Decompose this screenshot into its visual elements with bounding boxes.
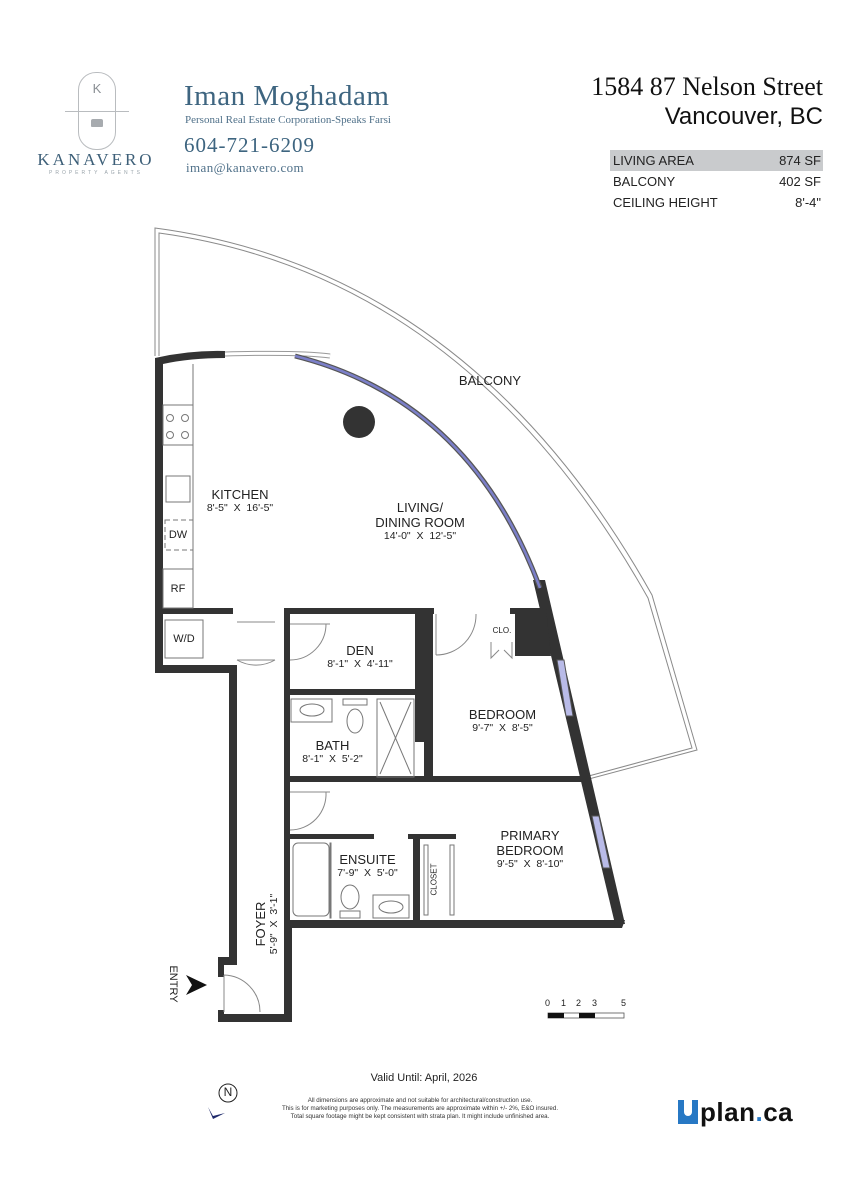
agent-email[interactable]: iman@kanavero.com — [186, 160, 305, 175]
room-kitchen-name: KITCHEN — [211, 487, 269, 502]
disclaimer-line-1: All dimensions are approximate and not s… — [307, 1097, 533, 1104]
uplan-logo: plan.ca — [678, 1096, 793, 1128]
room-foyer: FOYER 5'-9" X 3'-1" — [253, 869, 281, 979]
room-balcony-label: BALCONY — [458, 373, 522, 388]
stat-value: 874 SF — [779, 153, 821, 168]
area-stats-table: LIVING AREA 874 SF BALCONY 402 SF CEILIN… — [610, 150, 823, 213]
stat-row-balcony: BALCONY 402 SF — [610, 171, 823, 192]
room-primary-dims: 9'-5" X 8'-10" — [496, 858, 564, 870]
stat-value: 402 SF — [779, 174, 821, 189]
stat-label: BALCONY — [613, 174, 676, 189]
logo-divider — [65, 111, 129, 112]
room-primary-bedroom: PRIMARY BEDROOM 9'-5" X 8'-10" — [475, 828, 585, 871]
bath-fixtures — [290, 698, 415, 778]
room-bedroom-name: BEDROOM — [468, 707, 537, 722]
dishwasher-label: DW — [168, 529, 188, 541]
room-foyer-name: FOYER — [253, 901, 268, 947]
logo-letter: K — [92, 81, 102, 96]
room-bath: BATH 8'-1" X 5'-2" — [290, 738, 375, 766]
uplan-text: plan.ca — [700, 1097, 793, 1128]
scale-tick-2: 2 — [576, 998, 582, 1008]
room-bedroom: BEDROOM 9'-7" X 8'-5" — [450, 707, 555, 735]
clo-label: CLO. — [492, 626, 512, 635]
doors — [223, 613, 513, 1013]
room-foyer-dims: 5'-9" X 3'-1" — [268, 893, 280, 955]
washer-dryer-label: W/D — [173, 633, 195, 645]
uplan-text-dot: . — [755, 1096, 764, 1127]
room-kitchen-dims: 8'-5" X 16'-5" — [206, 502, 274, 514]
room-den-name: DEN — [346, 643, 374, 658]
room-living-dims: 14'-0" X 12'-5" — [383, 530, 457, 542]
scale-bar — [547, 1012, 625, 1019]
room-living-name-2: DINING ROOM — [375, 515, 465, 530]
kitchen-counter — [162, 364, 194, 609]
agent-corporation: Personal Real Estate Corporation-Speaks … — [185, 114, 391, 126]
room-living-name-1: LIVING/ — [396, 500, 444, 515]
scale-tick-3: 3 — [592, 998, 598, 1008]
scale-tick-5: 5 — [621, 998, 627, 1008]
room-bath-name: BATH — [315, 738, 350, 753]
scale-tick-1: 1 — [561, 998, 567, 1008]
room-ensuite: ENSUITE 7'-9" X 5'-0" — [325, 852, 410, 880]
closet-label: CLOSET — [429, 863, 439, 896]
room-living-dining: LIVING/ DINING ROOM 14'-0" X 12'-5" — [355, 500, 485, 543]
north-compass-icon — [208, 1083, 238, 1119]
agent-name: Iman Moghadam — [184, 80, 390, 112]
kanavero-logo-mark: K — [65, 72, 129, 150]
brand-name: KANAVERO — [37, 150, 155, 169]
ensuite-fixtures — [292, 842, 455, 919]
valid-until: Valid Until: April, 2026 — [370, 1072, 478, 1084]
agent-phone[interactable]: 604-721-6209 — [184, 133, 315, 157]
brand-tagline: PROPERTY AGENTS — [49, 170, 143, 176]
exterior-walls — [155, 350, 625, 1022]
structural-column — [343, 406, 375, 438]
uplan-text-main: plan — [700, 1096, 756, 1127]
entry-arrow-icon — [186, 975, 207, 995]
disclaimer: All dimensions are approximate and not s… — [200, 1097, 640, 1121]
room-bedroom-dims: 9'-7" X 8'-5" — [472, 722, 533, 734]
entry-label: ENTRY — [167, 965, 179, 1003]
stat-label: CEILING HEIGHT — [613, 195, 718, 210]
stat-row-ceiling-height: CEILING HEIGHT 8'-4" — [610, 192, 823, 213]
room-kitchen: KITCHEN 8'-5" X 16'-5" — [190, 487, 290, 515]
disclaimer-line-2: This is for marketing purposes only. The… — [281, 1105, 559, 1112]
room-ensuite-dims: 7'-9" X 5'-0" — [337, 867, 398, 879]
compass-n-label: N — [223, 1085, 233, 1099]
stat-label: LIVING AREA — [613, 153, 694, 168]
scale-tick-0: 0 — [545, 998, 551, 1008]
washer-dryer — [164, 619, 204, 659]
address-line-2: Vancouver, BC — [664, 103, 823, 130]
fridge-label: RF — [170, 583, 186, 595]
room-primary-name-2: BEDROOM — [496, 843, 564, 858]
balcony-outline — [154, 227, 698, 781]
room-ensuite-name: ENSUITE — [339, 852, 396, 867]
room-den-dims: 8'-1" X 4'-11" — [327, 658, 393, 670]
room-bath-dims: 8'-1" X 5'-2" — [302, 753, 363, 765]
uplan-text-tld: ca — [763, 1096, 794, 1127]
uplan-u-icon — [678, 1100, 698, 1124]
stat-row-living-area: LIVING AREA 874 SF — [610, 150, 823, 171]
living-window — [224, 350, 543, 589]
room-primary-name-1: PRIMARY — [500, 828, 560, 843]
address-line-1: 1584 87 Nelson Street — [591, 72, 823, 101]
room-den: DEN 8'-1" X 4'-11" — [310, 643, 410, 671]
side-windows — [556, 659, 611, 869]
disclaimer-line-3: Total square footage might be kept consi… — [290, 1113, 550, 1120]
stat-value: 8'-4" — [795, 195, 821, 210]
column-capital-icon — [91, 119, 103, 127]
